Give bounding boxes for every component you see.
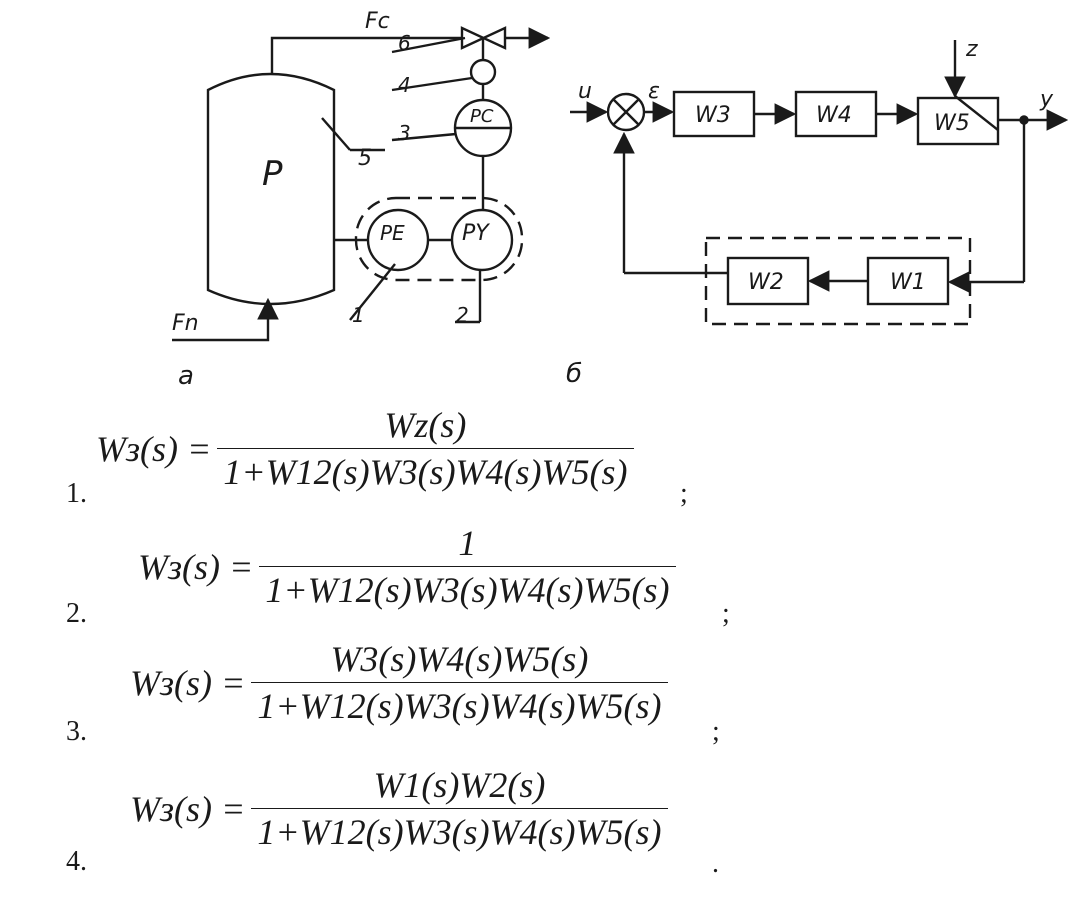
numerator: W3(s)W4(s)W5(s)	[330, 639, 589, 679]
disturbance-label: z	[965, 37, 978, 62]
block-w5-label: W5	[934, 111, 970, 136]
option-number: 4.	[66, 846, 87, 877]
transmitter-label: PE	[380, 221, 405, 245]
option-end: ;	[712, 716, 720, 747]
fraction: 1 1+W12(s)W3(s)W4(s)W5(s)	[259, 522, 676, 611]
input-label: u	[578, 79, 592, 104]
block-w2-label: W2	[748, 270, 784, 295]
process-diagrams: P 5 Fc Fn 6 4 PC 3 PE 1 PY 2 а u ε z y W…	[172, 9, 1069, 391]
block-w2	[726, 256, 810, 306]
block-w3-label: W3	[695, 103, 731, 128]
vessel	[206, 72, 336, 306]
error-label: ε	[648, 79, 660, 104]
answer-option-2[interactable]: 2. Wз(s) = 1 1+W12(s)W3(s)W4(s)W5(s) ;	[0, 518, 1076, 629]
control-valve	[460, 26, 507, 50]
inlet-pipe	[172, 297, 279, 342]
transfer-function: Wз(s) = W3(s)W4(s)W5(s) 1+W12(s)W3(s)W4(…	[130, 638, 668, 727]
numerator: 1	[458, 523, 477, 563]
block-w4-label: W4	[816, 103, 852, 128]
controller-label: PC	[470, 106, 494, 127]
flow-bottom-label: Fn	[172, 311, 199, 336]
feedback-group	[704, 236, 972, 326]
fraction: W1(s)W2(s) 1+W12(s)W3(s)W4(s)W5(s)	[251, 764, 668, 853]
fraction: Wz(s) 1+W12(s)W3(s)W4(s)W5(s)	[217, 404, 634, 493]
answer-option-3[interactable]: 3. Wз(s) = W3(s)W4(s)W5(s) 1+W12(s)W3(s)…	[0, 636, 1076, 747]
transfer-function: Wз(s) = Wz(s) 1+W12(s)W3(s)W4(s)W5(s)	[96, 404, 634, 493]
transfer-function: Wз(s) = W1(s)W2(s) 1+W12(s)W3(s)W4(s)W5(…	[130, 764, 668, 853]
actuator-circle	[469, 58, 497, 86]
controller-callout: 3	[398, 121, 411, 145]
formula-lhs: Wз(s) =	[130, 788, 246, 829]
regulator-label: PY	[462, 221, 490, 246]
denominator: 1+W12(s)W3(s)W4(s)W5(s)	[259, 566, 676, 611]
vessel-label: P	[262, 154, 283, 194]
regulator-callout: 2	[456, 303, 469, 327]
block-w1-label: W1	[890, 270, 926, 295]
answer-option-4[interactable]: 4. Wз(s) = W1(s)W2(s) 1+W12(s)W3(s)W4(s)…	[0, 760, 1076, 880]
numerator: Wz(s)	[384, 405, 467, 445]
regulator-py	[450, 208, 514, 272]
denominator: 1+W12(s)W3(s)W4(s)W5(s)	[251, 808, 668, 853]
actuator-callout: 4	[398, 73, 411, 97]
outlet-pipe	[270, 36, 462, 75]
flow-top-label: Fc	[365, 9, 390, 34]
denominator: 1+W12(s)W3(s)W4(s)W5(s)	[217, 448, 634, 493]
transfer-function: Wз(s) = 1 1+W12(s)W3(s)W4(s)W5(s)	[138, 522, 676, 611]
output-label: y	[1039, 87, 1054, 112]
fraction: W3(s)W4(s)W5(s) 1+W12(s)W3(s)W4(s)W5(s)	[251, 638, 668, 727]
vessel-callout: 5	[358, 146, 372, 171]
option-number: 1.	[66, 478, 87, 509]
option-end: .	[712, 848, 719, 879]
answer-option-1[interactable]: 1. Wз(s) = Wz(s) 1+W12(s)W3(s)W4(s)W5(s)…	[0, 398, 1076, 509]
formula-lhs: Wз(s) =	[96, 428, 212, 469]
caption-a: а	[178, 361, 194, 391]
option-number: 2.	[66, 598, 87, 629]
denominator: 1+W12(s)W3(s)W4(s)W5(s)	[251, 682, 668, 727]
formula-lhs: Wз(s) =	[138, 546, 254, 587]
option-end: ;	[722, 598, 730, 629]
valve-callout: 6	[398, 31, 411, 55]
option-end: ;	[680, 478, 688, 509]
transmitter-callout: 1	[352, 303, 365, 327]
option-number: 3.	[66, 716, 87, 747]
formula-lhs: Wз(s) =	[130, 662, 246, 703]
caption-b: б	[566, 359, 582, 389]
numerator: W1(s)W2(s)	[373, 765, 546, 805]
